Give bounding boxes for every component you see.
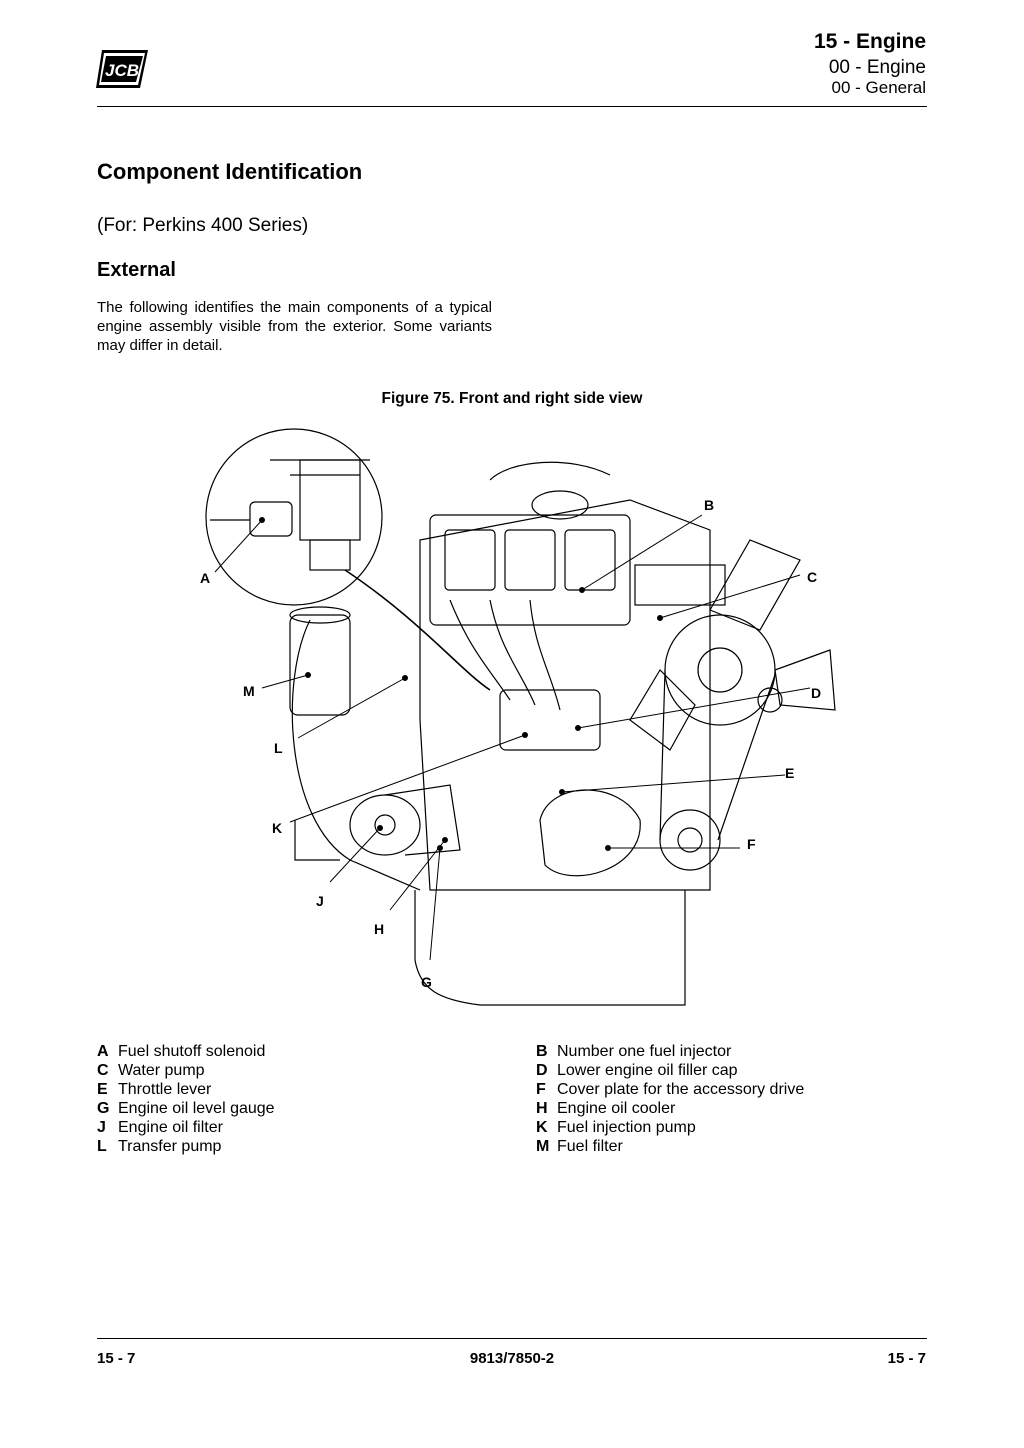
footer-page-number-right: 15 - 7: [887, 1350, 926, 1367]
header-divider: [97, 106, 927, 107]
figure-caption: Figure 75. Front and right side view: [381, 390, 643, 407]
callout-f: F: [747, 836, 756, 852]
callout-k: K: [272, 820, 282, 836]
footer-divider: [97, 1338, 927, 1339]
jcb-logo: JCB: [96, 50, 148, 88]
topic-title: 00 - General: [831, 78, 927, 97]
footer-page-number-left: 15 - 7: [97, 1350, 136, 1367]
section-title: 15 - Engine: [813, 30, 926, 53]
callout-e: E: [785, 765, 794, 781]
section-heading: External: [97, 259, 176, 281]
callout-j: J: [316, 893, 324, 909]
intro-paragraph: The following identifies the main compon…: [97, 299, 492, 354]
callout-a: A: [200, 570, 210, 586]
callout-g: G: [421, 974, 432, 990]
engine-illustration: A B C D E F G H J K L M: [200, 428, 836, 1006]
callout-l: L: [274, 740, 283, 756]
detail-inset-circle: [205, 428, 383, 606]
callout-d: D: [811, 685, 821, 701]
callout-b: B: [704, 497, 714, 513]
subsection-title: 00 - Engine: [828, 57, 926, 78]
applicability-note: (For: Perkins 400 Series): [97, 215, 309, 236]
callout-h: H: [374, 921, 384, 937]
logo-text: JCB: [105, 61, 139, 80]
page-title: Component Identification: [97, 159, 363, 184]
callout-c: C: [807, 569, 817, 585]
footer-document-number: 9813/7850-2: [469, 1350, 555, 1367]
callout-m: M: [243, 683, 255, 699]
